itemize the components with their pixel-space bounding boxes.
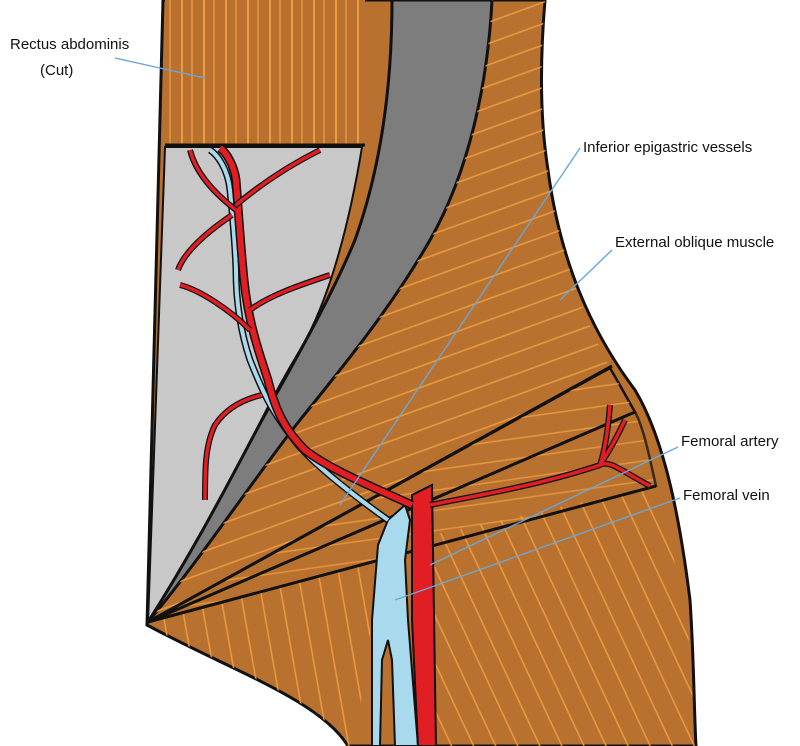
leader-rectus: [114, 57, 206, 79]
label-femoral-artery: Femoral artery: [681, 433, 779, 450]
label-femoral-vein: Femoral vein: [683, 487, 770, 504]
inferior-epigastric-artery-fill: [218, 145, 414, 508]
label-rectus-cut: (Cut): [40, 62, 73, 79]
leader-femoral-artery: [429, 446, 679, 566]
femoral-vein: [371, 503, 420, 746]
rectus-abdominis-stripes: [165, 0, 365, 145]
label-rectus-abdominis: Rectus abdominis: [10, 36, 129, 53]
leader-inferior-epigastric: [339, 147, 581, 506]
femoral-artery: [411, 483, 438, 746]
leader-external-oblique: [559, 249, 613, 301]
label-inferior-epigastric-vessels: Inferior epigastric vessels: [583, 139, 752, 156]
artery-branches: [175, 147, 652, 508]
leader-femoral-vein: [394, 497, 681, 601]
label-external-oblique-muscle: External oblique muscle: [615, 234, 774, 251]
external-oblique-area: [148, 0, 610, 622]
thigh-right: [410, 486, 696, 746]
thigh-left: [147, 560, 380, 746]
